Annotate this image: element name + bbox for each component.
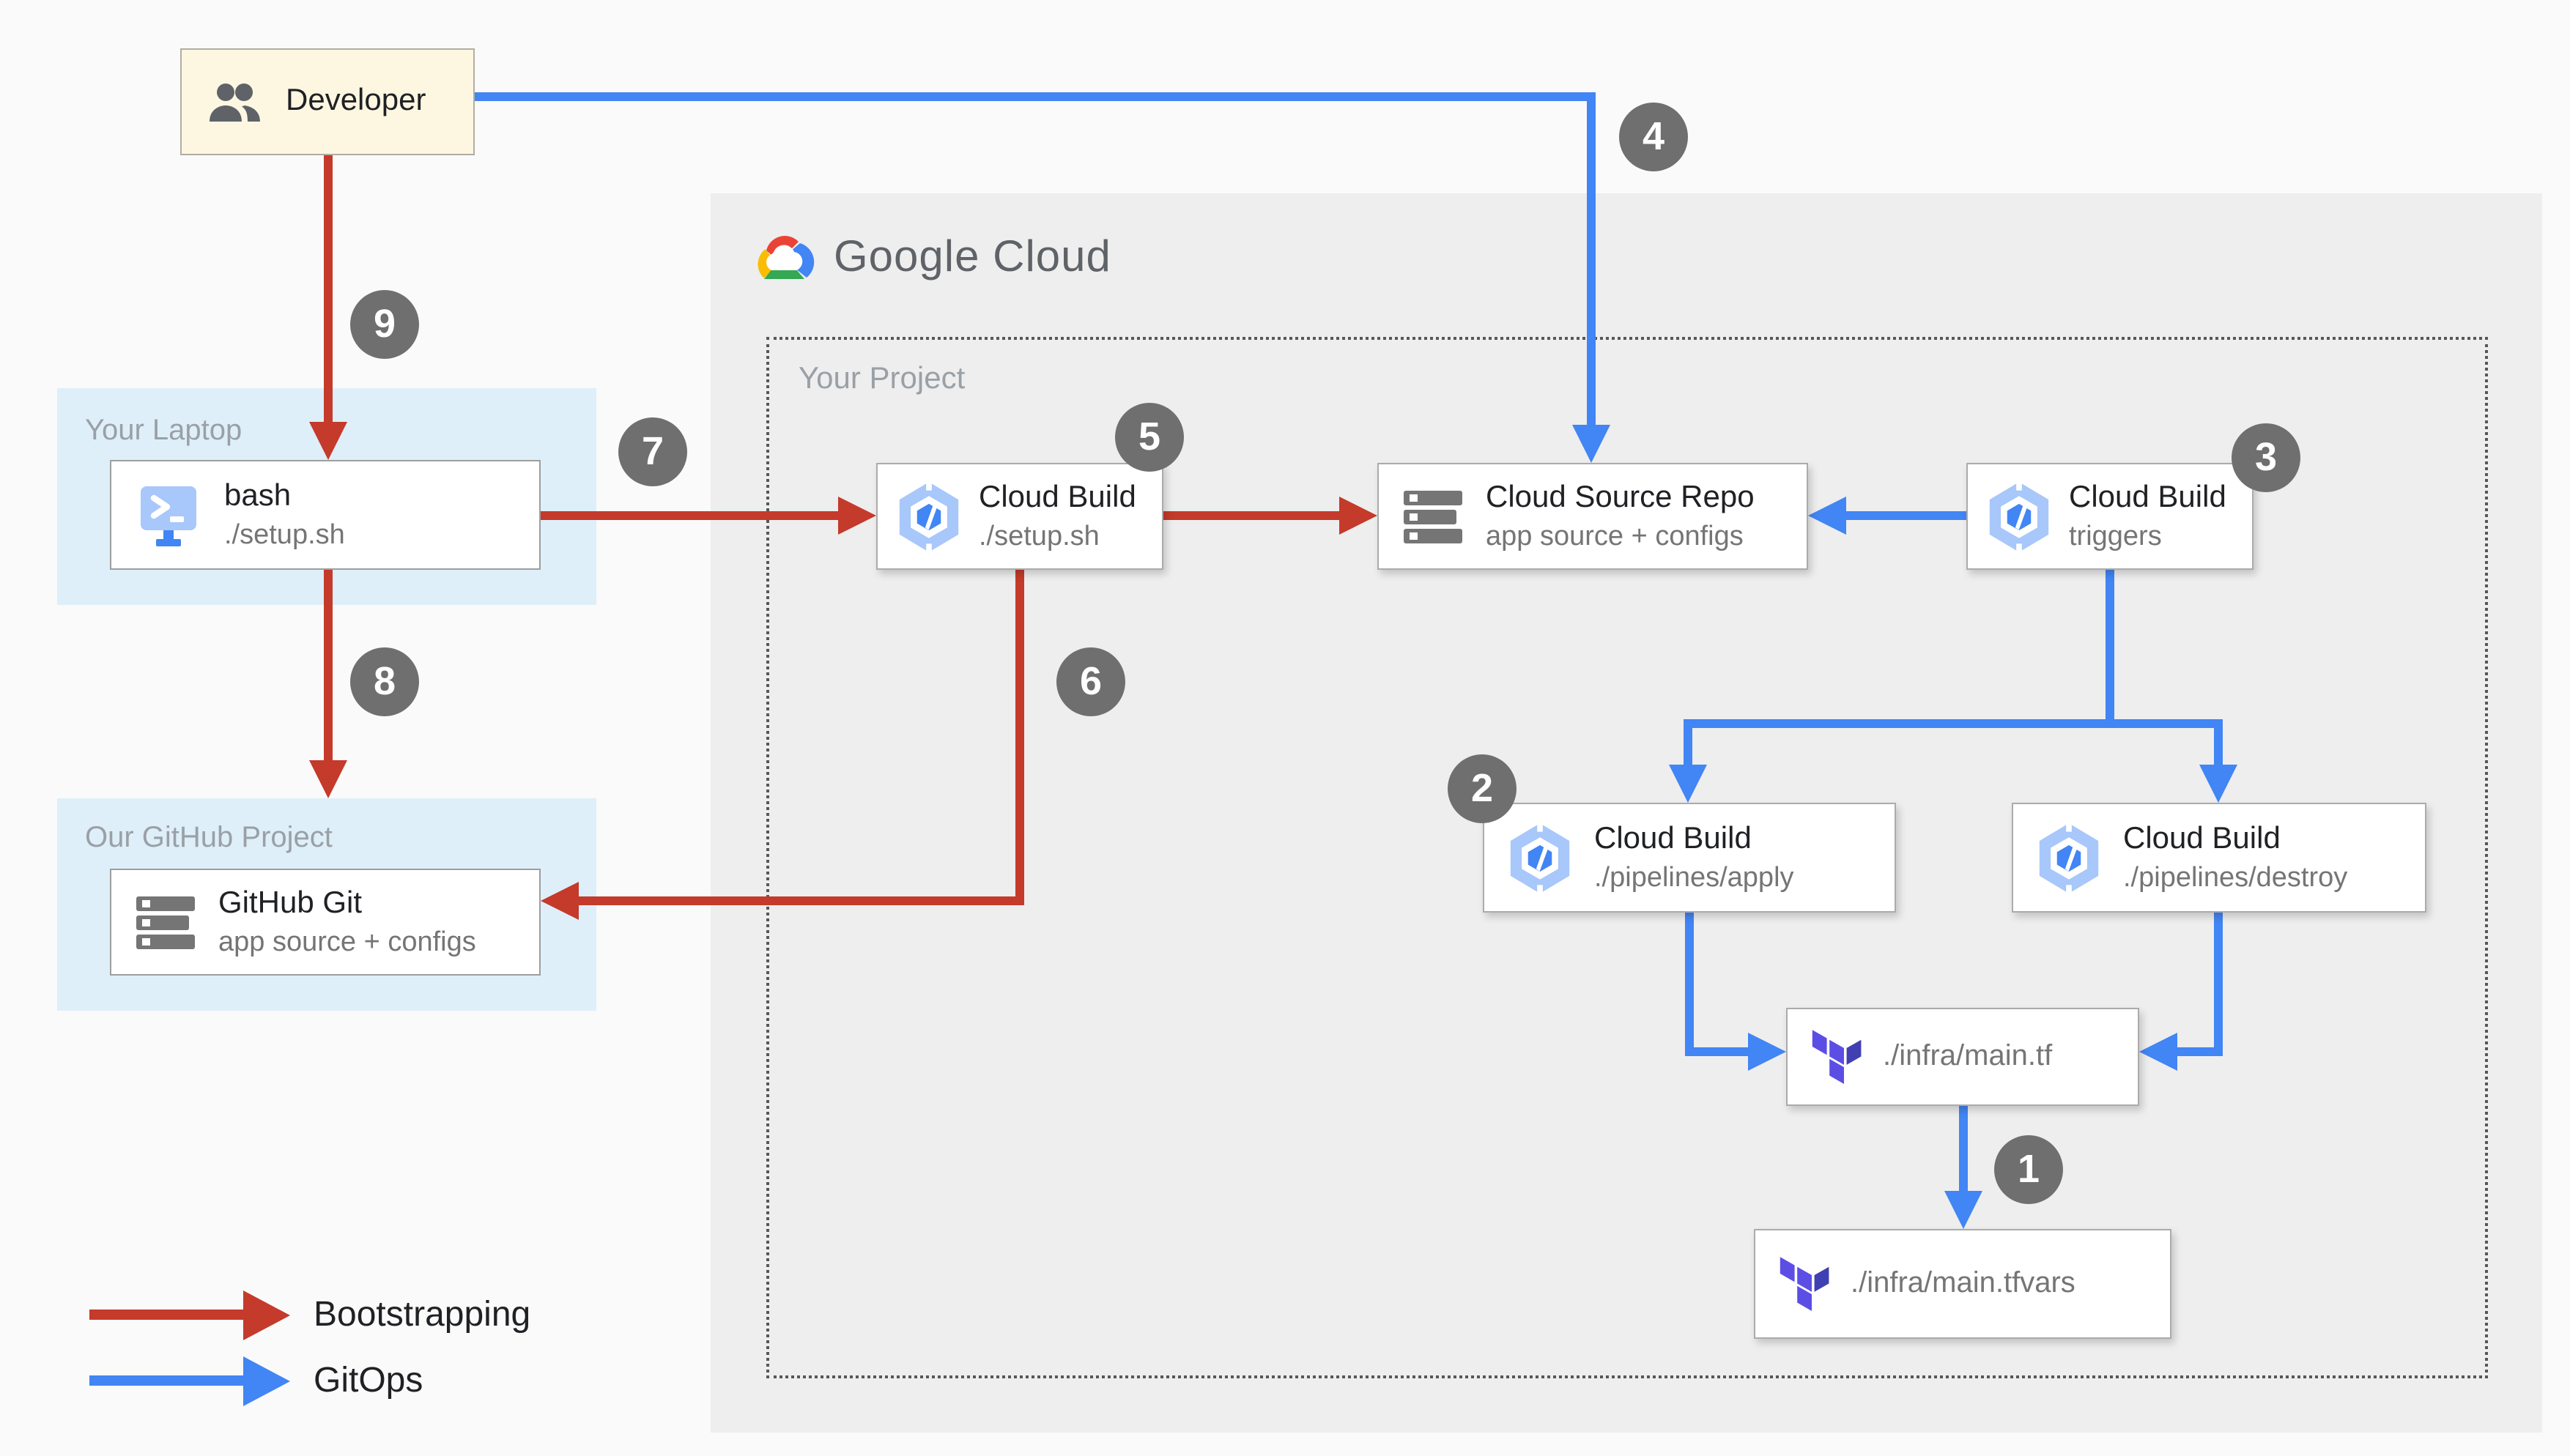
edge-developer-laptop-shaft xyxy=(324,155,333,422)
cloud-build-destroy-node: Cloud Build ./pipelines/destroy xyxy=(2012,803,2426,913)
edge-split-apply-vshaft xyxy=(1684,719,1692,765)
edge-bash-cloudbuild-head xyxy=(838,497,876,535)
cloud-build-destroy-title: Cloud Build xyxy=(2123,821,2281,855)
cloud-source-repo-title: Cloud Source Repo xyxy=(1486,480,1755,513)
terraform-icon xyxy=(1780,1256,1829,1310)
google-cloud-logo-icon xyxy=(758,236,815,279)
edge-cloudbuild-github-hshaft xyxy=(579,896,1024,905)
step-badge-9: 9 xyxy=(350,290,419,359)
cloud-build-icon xyxy=(2039,821,2099,894)
step-badge-7: 7 xyxy=(618,417,687,486)
legend-gitops-arrow-head xyxy=(243,1356,290,1406)
legend-gitops-arrow-shaft xyxy=(89,1375,243,1386)
terraform-icon xyxy=(1812,1029,1862,1083)
edge-maintf-tfvars-shaft xyxy=(1959,1106,1968,1191)
edge-triggers-split-vshaft xyxy=(2106,570,2114,728)
your-project-region xyxy=(766,337,2488,1378)
bash-subtitle: ./setup.sh xyxy=(224,519,345,551)
cloud-build-destroy-subtitle: ./pipelines/destroy xyxy=(2123,862,2348,894)
main-tfvars-label: ./infra/main.tfvars xyxy=(1851,1267,2075,1299)
github-project-label: Our GitHub Project xyxy=(85,822,333,854)
google-cloud-brand: Google Cloud xyxy=(746,229,1111,287)
cloud-build-setup-title: Cloud Build xyxy=(979,480,1136,513)
cloud-build-triggers-title: Cloud Build xyxy=(2069,480,2226,513)
edge-apply-maintf-hshaft xyxy=(1685,1047,1748,1056)
legend-bootstrapping-arrow-head xyxy=(243,1290,290,1340)
google-cloud-wordmark: Google Cloud xyxy=(834,233,1111,281)
cloud-build-setup-node: Cloud Build ./setup.sh xyxy=(876,463,1163,570)
edge-apply-maintf-vshaft xyxy=(1685,913,1694,1056)
repo-bars-icon xyxy=(136,896,195,948)
step-badge-6: 6 xyxy=(1056,647,1125,716)
your-laptop-label: Your Laptop xyxy=(85,415,242,447)
edge-split-destroy-head xyxy=(2199,765,2237,803)
cloud-build-apply-node: Cloud Build ./pipelines/apply xyxy=(1483,803,1896,913)
github-git-subtitle: app source + configs xyxy=(218,926,476,958)
step-badge-3: 3 xyxy=(2232,423,2300,492)
cloud-build-triggers-node: Cloud Build triggers xyxy=(1966,463,2254,570)
developer-label: Developer xyxy=(286,83,426,118)
edge-cloudbuild-repo-shaft xyxy=(1163,511,1339,520)
edge-cloudbuild-repo-head xyxy=(1339,497,1377,535)
edge-laptop-github-shaft xyxy=(324,570,333,760)
cloud-build-icon xyxy=(1510,821,1570,894)
your-project-label: Your Project xyxy=(799,362,966,395)
cloud-build-apply-title: Cloud Build xyxy=(1594,821,1752,855)
edge-cloudbuild-github-vshaft xyxy=(1015,570,1024,905)
step-badge-8: 8 xyxy=(350,647,419,716)
edge-split-apply-head xyxy=(1669,765,1707,803)
edge-triggers-repo-head xyxy=(1808,497,1846,535)
step-badge-1: 1 xyxy=(1994,1135,2063,1204)
cloud-build-setup-subtitle: ./setup.sh xyxy=(979,521,1100,552)
legend-bootstrapping-label: Bootstrapping xyxy=(314,1295,531,1334)
step-badge-2: 2 xyxy=(1448,754,1517,823)
people-icon xyxy=(210,83,260,121)
legend-gitops-label: GitOps xyxy=(314,1361,423,1400)
bash-node: bash ./setup.sh xyxy=(110,460,541,570)
main-tf-node: ./infra/main.tf xyxy=(1786,1008,2139,1106)
cloud-build-apply-subtitle: ./pipelines/apply xyxy=(1594,862,1794,894)
edge-developer-repo-hshaft xyxy=(475,92,1596,101)
edge-bash-cloudbuild-shaft xyxy=(541,511,838,520)
cloud-build-triggers-subtitle: triggers xyxy=(2069,521,2162,552)
edge-triggers-repo-shaft xyxy=(1846,511,1966,520)
cloud-build-icon xyxy=(1989,480,2049,553)
github-git-title: GitHub Git xyxy=(218,885,363,919)
edge-apply-maintf-head xyxy=(1748,1033,1786,1071)
edge-laptop-github-head xyxy=(309,760,347,798)
edge-destroy-maintf-head xyxy=(2139,1033,2177,1071)
edge-destroy-maintf-vshaft xyxy=(2214,913,2223,1056)
edge-developer-repo-head xyxy=(1572,425,1610,463)
bash-title: bash xyxy=(224,478,292,512)
edge-split-destroy-vshaft xyxy=(2214,719,2223,765)
edge-cloudbuild-github-head xyxy=(541,882,579,920)
edge-triggers-split-hbar xyxy=(1684,719,2223,728)
repo-bars-icon xyxy=(1404,490,1462,543)
cloud-build-icon xyxy=(899,480,959,553)
step-badge-5: 5 xyxy=(1115,403,1184,472)
legend-bootstrapping-arrow-shaft xyxy=(89,1310,243,1320)
developer-node: Developer xyxy=(180,48,475,155)
cloud-source-repo-node: Cloud Source Repo app source + configs xyxy=(1377,463,1808,570)
main-tfvars-node: ./infra/main.tfvars xyxy=(1754,1229,2171,1339)
terminal-icon xyxy=(141,486,196,546)
github-git-node: GitHub Git app source + configs xyxy=(110,869,541,976)
main-tf-label: ./infra/main.tf xyxy=(1883,1040,2053,1072)
cloud-source-repo-subtitle: app source + configs xyxy=(1486,521,1744,552)
edge-developer-repo-vshaft xyxy=(1587,92,1596,425)
edge-maintf-tfvars-head xyxy=(1944,1191,1982,1229)
edge-destroy-maintf-hshaft xyxy=(2177,1047,2223,1056)
edge-developer-laptop-head xyxy=(309,422,347,460)
step-badge-4: 4 xyxy=(1619,103,1688,171)
